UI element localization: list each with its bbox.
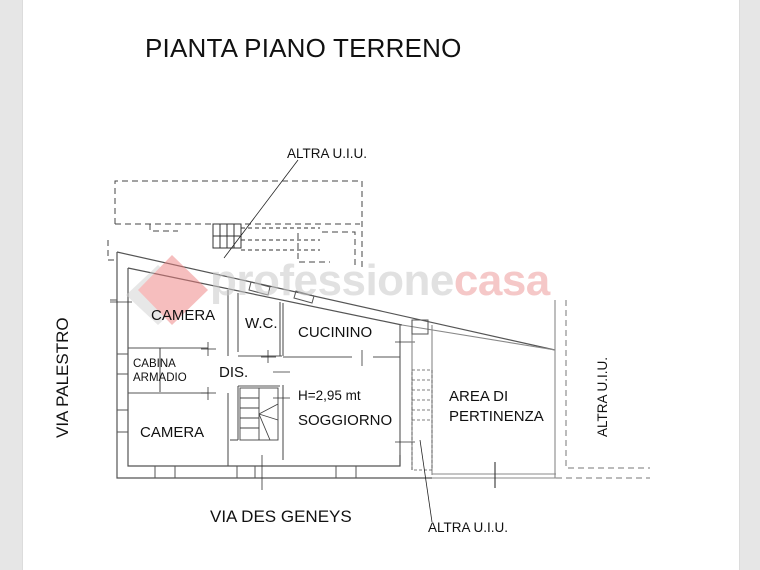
- room-cabina-armadio: CABINA ARMADIO: [133, 358, 187, 385]
- label-altra-uiu-right: ALTRA U.I.U.: [595, 356, 610, 437]
- label-altra-uiu-top: ALTRA U.I.U.: [287, 146, 368, 161]
- street-via-palestro: VIA PALESTRO: [53, 317, 72, 438]
- interior-walls: [128, 290, 401, 466]
- windows: [110, 281, 357, 479]
- neighbor-stairs: [212, 223, 320, 251]
- watermark: professionecasa: [210, 256, 550, 305]
- street-via-des-geneys: VIA DES GENEYS: [210, 507, 352, 526]
- label-altra-uiu-bottom: ALTRA U.I.U.: [428, 520, 509, 535]
- room-disimpegno: DIS.: [219, 364, 249, 381]
- plan-title: PIANTA PIANO TERRENO: [145, 33, 462, 63]
- room-camera-top: CAMERA: [151, 307, 216, 324]
- door-markers: [110, 301, 415, 490]
- ceiling-height-note: H=2,95 mt: [298, 388, 361, 403]
- watermark-logo-icon: [126, 255, 208, 325]
- room-wc: W.C.: [245, 315, 278, 332]
- neighbor-unit-right-outline: [556, 300, 650, 479]
- outdoor-steps: [411, 369, 433, 471]
- area-pertinenza: AREA DI PERTINENZA: [449, 388, 544, 425]
- room-soggiorno: SOGGIORNO: [298, 412, 393, 429]
- room-camera-bottom: CAMERA: [140, 424, 205, 441]
- room-cucinino: CUCININO: [298, 324, 373, 341]
- column: [411, 319, 429, 335]
- interior-stair: [239, 387, 279, 441]
